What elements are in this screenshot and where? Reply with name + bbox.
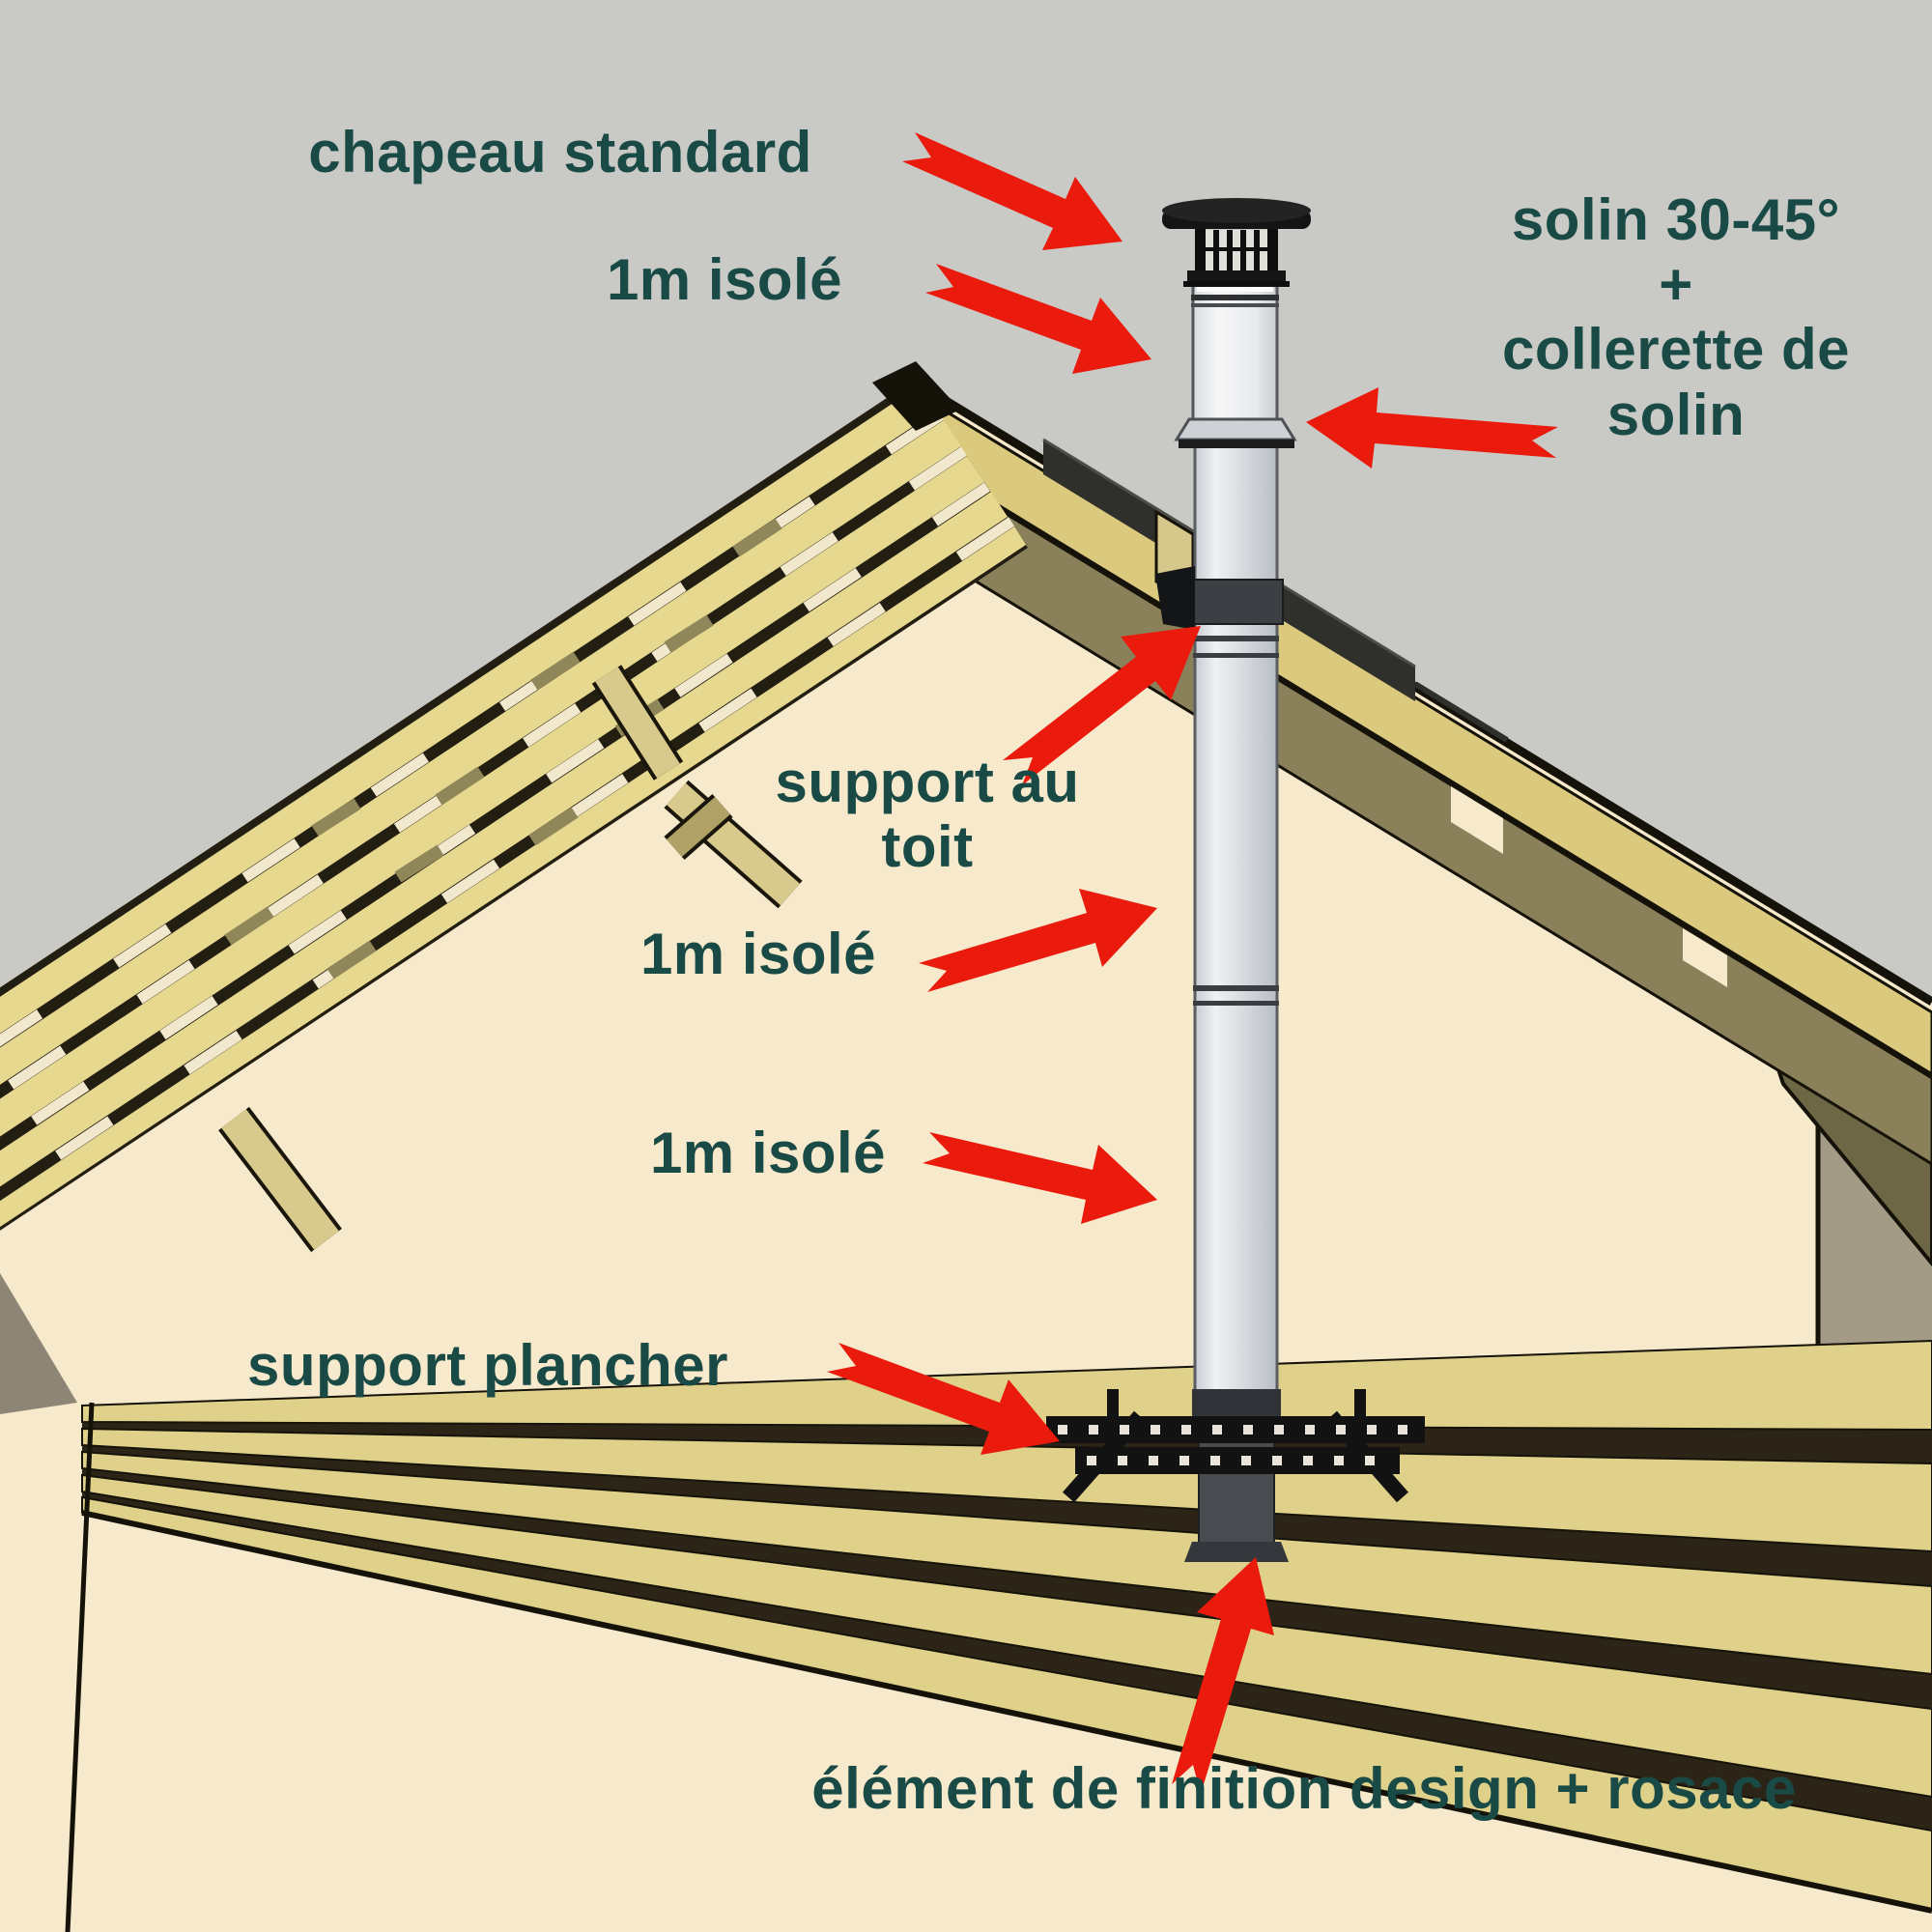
label-element-finition: élément de finition design + rosace [811,1756,1797,1821]
ridge-peak [872,361,960,431]
pipe-joint-ring [1193,1001,1279,1006]
roof-support-bracket [1188,579,1284,625]
front-wall-corner [65,1402,95,1932]
pipe-joint-ring [1191,295,1279,300]
arrow-collerette-solin [1306,387,1558,469]
label-1m-isole-milieu: 1m isolé [639,922,877,986]
arrow-support-toit [1003,626,1201,785]
hanging-support-boards [218,665,803,1253]
label-support-au-toit: support au toit [676,750,1179,879]
label-solin-line2: + [1659,252,1693,318]
floor-penetration [1184,1389,1289,1562]
roof-support-arm [1155,566,1195,630]
label-1m-isole-bas: 1m isolé [649,1121,887,1185]
label-support-plancher: support plancher [246,1333,729,1398]
eave-shadow-patch [0,1273,77,1414]
rafter-blocking-pieces [224,518,782,980]
chimney-cap [1162,198,1311,287]
label-solin-collerette: solin 30-45° + collerette de solin [1425,187,1927,447]
arrow-finition [1172,1557,1274,1794]
label-support-toit-line2: toit [881,814,974,880]
chimney-pipe-lower [1155,438,1284,1398]
arrow-isole-milieu [919,889,1157,992]
arrow-support-plancher [827,1343,1060,1455]
floor-joist-deck [0,1273,1932,1932]
label-solin-line4: solin [1606,382,1746,447]
label-solin-line1: solin 30-45° [1511,187,1841,252]
storm-collar [1174,417,1297,441]
arrow-isole-haut [925,264,1151,374]
label-chapeau-standard: chapeau standard [308,120,812,185]
label-solin-line3: collerette de [1502,317,1850,383]
arrow-chapeau-standard [902,132,1122,250]
arrow-isole-bas [923,1132,1157,1224]
pipe-joint-ring [1193,636,1279,641]
floor-support-bracket [1046,1389,1425,1503]
chimney-pipe-upper [1162,198,1311,448]
left-roof-rafters [0,361,1028,1253]
rosace-plate [1184,1542,1289,1562]
annotation-arrows [827,132,1558,1794]
pipe-joint-ring [1193,653,1279,658]
label-1m-isole-haut: 1m isolé [606,247,843,312]
pipe-joint-ring [1193,985,1279,991]
label-support-toit-line1: support au [775,750,1080,814]
